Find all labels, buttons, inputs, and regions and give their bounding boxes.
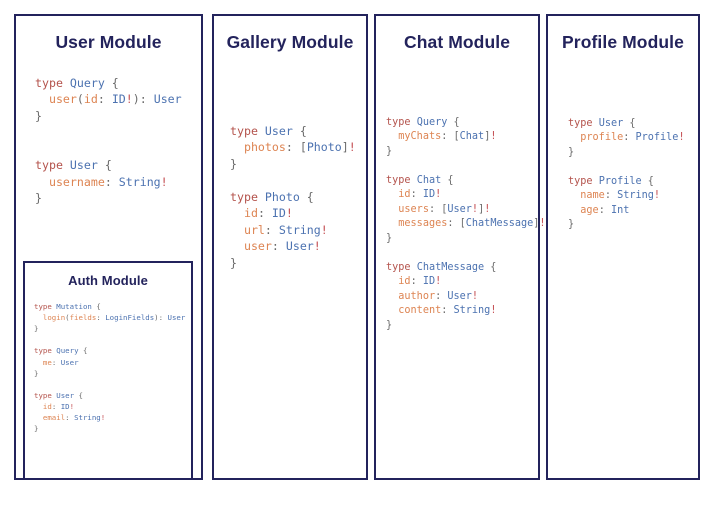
panel-title-user: User Module <box>55 32 162 52</box>
module-panel-chat[interactable]: Chat Module type Query { myChats: [Chat]… <box>374 14 546 480</box>
schema-code-profile: type User { profile: Profile!}type Profi… <box>568 118 685 231</box>
schema-code-user: type Query { user(id: ID!): User}type Us… <box>35 76 182 206</box>
module-panel-profile[interactable]: Profile Module type User { profile: Prof… <box>546 14 700 480</box>
module-panel-gallery[interactable]: Gallery Module type User { photos: [Phot… <box>212 14 368 480</box>
panel-title-gallery: Gallery Module <box>226 32 354 52</box>
module-panel-auth[interactable]: Auth Module type Mutation { login(fields… <box>23 261 193 480</box>
panel-title-profile: Profile Module <box>562 32 684 52</box>
schema-code-chat: type Query { myChats: [Chat]!}type Chat … <box>386 117 546 331</box>
module-panel-user[interactable]: User Module type Query { user(id: ID!): … <box>14 14 203 480</box>
schema-code-auth: type Mutation { login(fields: LoginField… <box>34 302 186 434</box>
panel-title-auth: Auth Module <box>68 273 148 288</box>
panel-title-chat: Chat Module <box>403 32 511 52</box>
schema-code-gallery: type User { photos: [Photo]!}type Photo … <box>230 124 356 270</box>
